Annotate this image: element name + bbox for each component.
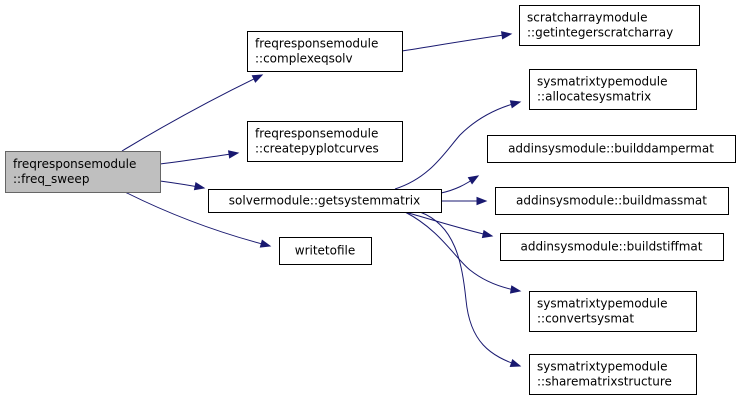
node-getsystemmatrix[interactable]: solvermodule::getsystemmatrix [208,189,442,213]
node-label: solvermodule::getsystemmatrix [229,194,420,208]
node-box [279,237,372,265]
node-createpyplotcurves[interactable]: freqresponsemodule::createpyplotcurves [247,121,403,162]
node-box [529,69,697,110]
node-label: scratcharraymodule [527,11,647,25]
edge-freq_sweep-to-getsystemmatrix [159,180,206,191]
edge-getsystemmatrix-to-buildstiffmat [404,211,494,239]
edge-line [404,211,493,237]
arrowhead-icon [251,74,264,83]
node-buildstiffmat[interactable]: addinsysmodule::buildstiffmat [500,233,724,261]
node-getintegerscratcharray[interactable]: scratcharraymodule::getintegerscratcharr… [519,5,700,46]
node-label: ::complexeqsolv [255,52,353,66]
node-box [247,121,403,162]
arrowhead-icon [509,359,522,368]
node-box [5,151,161,193]
node-complexeqsolv[interactable]: freqresponsemodule::complexeqsolv [247,31,403,72]
node-box [529,291,697,332]
node-label: ::getintegerscratcharray [527,26,673,40]
arrowhead-icon [227,150,240,159]
node-label: sysmatrixtypemodule [537,360,668,374]
node-buildmassmat[interactable]: addinsysmodule::buildmassmat [495,187,729,215]
arrowhead-icon [509,100,522,109]
arrowhead-icon [481,229,494,239]
node-builddampermat[interactable]: addinsysmodule::builddampermat [487,135,736,163]
nodes-layer: freqresponsemodule::freq_sweepfreqrespon… [5,5,736,395]
node-label: writetofile [295,244,356,258]
edge-freq_sweep-to-createpyplotcurves [159,150,240,165]
edge-line [419,211,521,367]
node-label: ::freq_sweep [13,172,89,186]
arrowhead-icon [193,181,206,191]
edge-getsystemmatrix-to-builddampermat [440,175,480,194]
edge-line [124,191,271,247]
node-label: freqresponsemodule [13,157,136,171]
arrowhead-icon [259,239,272,248]
node-label: ::sharematrixstructure [537,375,672,389]
node-allocatesysmatrix[interactable]: sysmatrixtypemodule::allocatesysmatrix [529,69,697,110]
node-box [487,135,736,163]
node-box [529,354,697,395]
node-label: addinsysmodule::buildstiffmat [520,240,702,254]
node-label: sysmatrixtypemodule [537,297,668,311]
arrowhead-icon [509,285,522,294]
node-label: ::allocatesysmatrix [537,90,651,104]
node-sharematrixstructure[interactable]: sysmatrixtypemodule::sharematrixstructur… [529,354,697,395]
edge-line [394,101,521,190]
edge-getsystemmatrix-to-buildmassmat [441,196,488,206]
edge-complexeqsolv-to-getintegerscratcharray [401,31,513,52]
node-label: addinsysmodule::builddampermat [508,142,714,156]
node-convertsysmat[interactable]: sysmatrixtypemodule::convertsysmat [529,291,697,332]
edges-layer [121,31,522,368]
node-writetofile[interactable]: writetofile [279,237,372,265]
node-box [500,233,724,261]
edge-line [121,74,263,152]
edge-freq_sweep-to-complexeqsolv [121,74,264,152]
node-label: freqresponsemodule [255,37,378,51]
node-label: addinsysmodule::buildmassmat [516,194,707,208]
edge-line [404,211,521,292]
edge-getsystemmatrix-to-allocatesysmatrix [394,100,522,190]
node-box [495,187,729,215]
arrowhead-icon [476,196,488,206]
edge-line [159,152,239,165]
node-freq_sweep[interactable]: freqresponsemodule::freq_sweep [5,151,161,193]
node-label: ::convertsysmat [537,312,634,326]
node-label: sysmatrixtypemodule [537,75,668,89]
edge-getsystemmatrix-to-convertsysmat [404,211,522,294]
arrowhead-icon [501,31,513,40]
edge-getsystemmatrix-to-sharematrixstructure [419,211,522,368]
edge-line [401,33,512,52]
node-box [519,5,700,46]
node-label: ::createpyplotcurves [255,142,379,156]
edge-freq_sweep-to-writetofile [124,191,272,248]
node-box [247,31,403,72]
node-box [208,189,442,213]
arrowhead-icon [467,175,480,185]
node-label: freqresponsemodule [255,127,378,141]
